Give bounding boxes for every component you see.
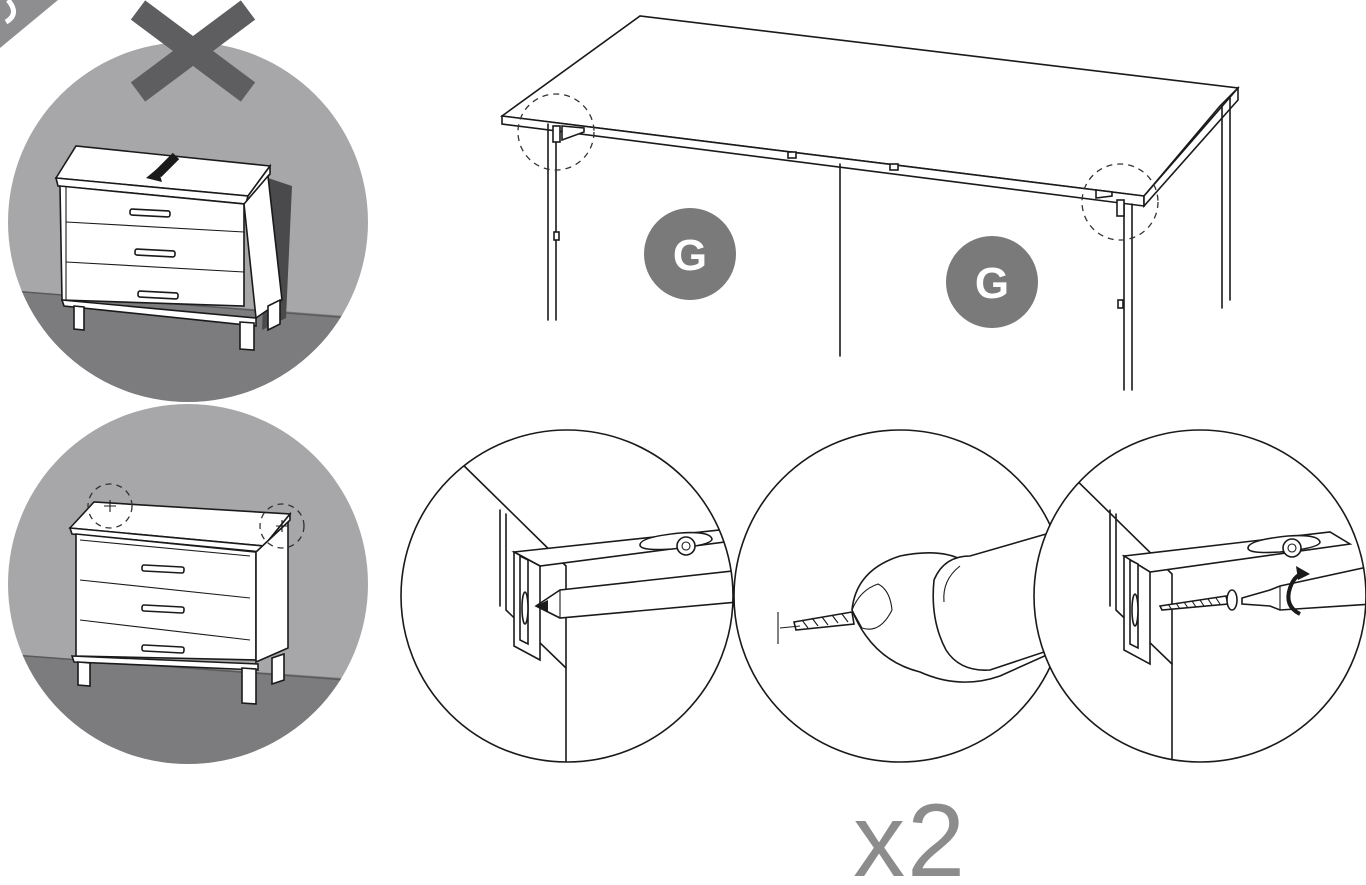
part-g-badge-right: G (946, 236, 1038, 328)
detail-mark-hole (400, 429, 734, 763)
svg-text:G: G (673, 231, 707, 280)
dresser-against-wall (68, 483, 305, 705)
dresser-back-view: G G (499, 15, 1240, 391)
cross-icon (130, 0, 256, 102)
svg-text:G: G (975, 259, 1009, 308)
detail-screw-in (1033, 429, 1366, 763)
step-number-corner (0, 0, 58, 48)
dresser-unfixed (54, 145, 283, 351)
detail-drill-hole (733, 429, 1067, 763)
part-g-badge-left: G (644, 208, 736, 300)
correct-example-circle (8, 404, 368, 764)
quantity-label: x2 (853, 783, 967, 885)
incorrect-example-circle (8, 0, 368, 402)
